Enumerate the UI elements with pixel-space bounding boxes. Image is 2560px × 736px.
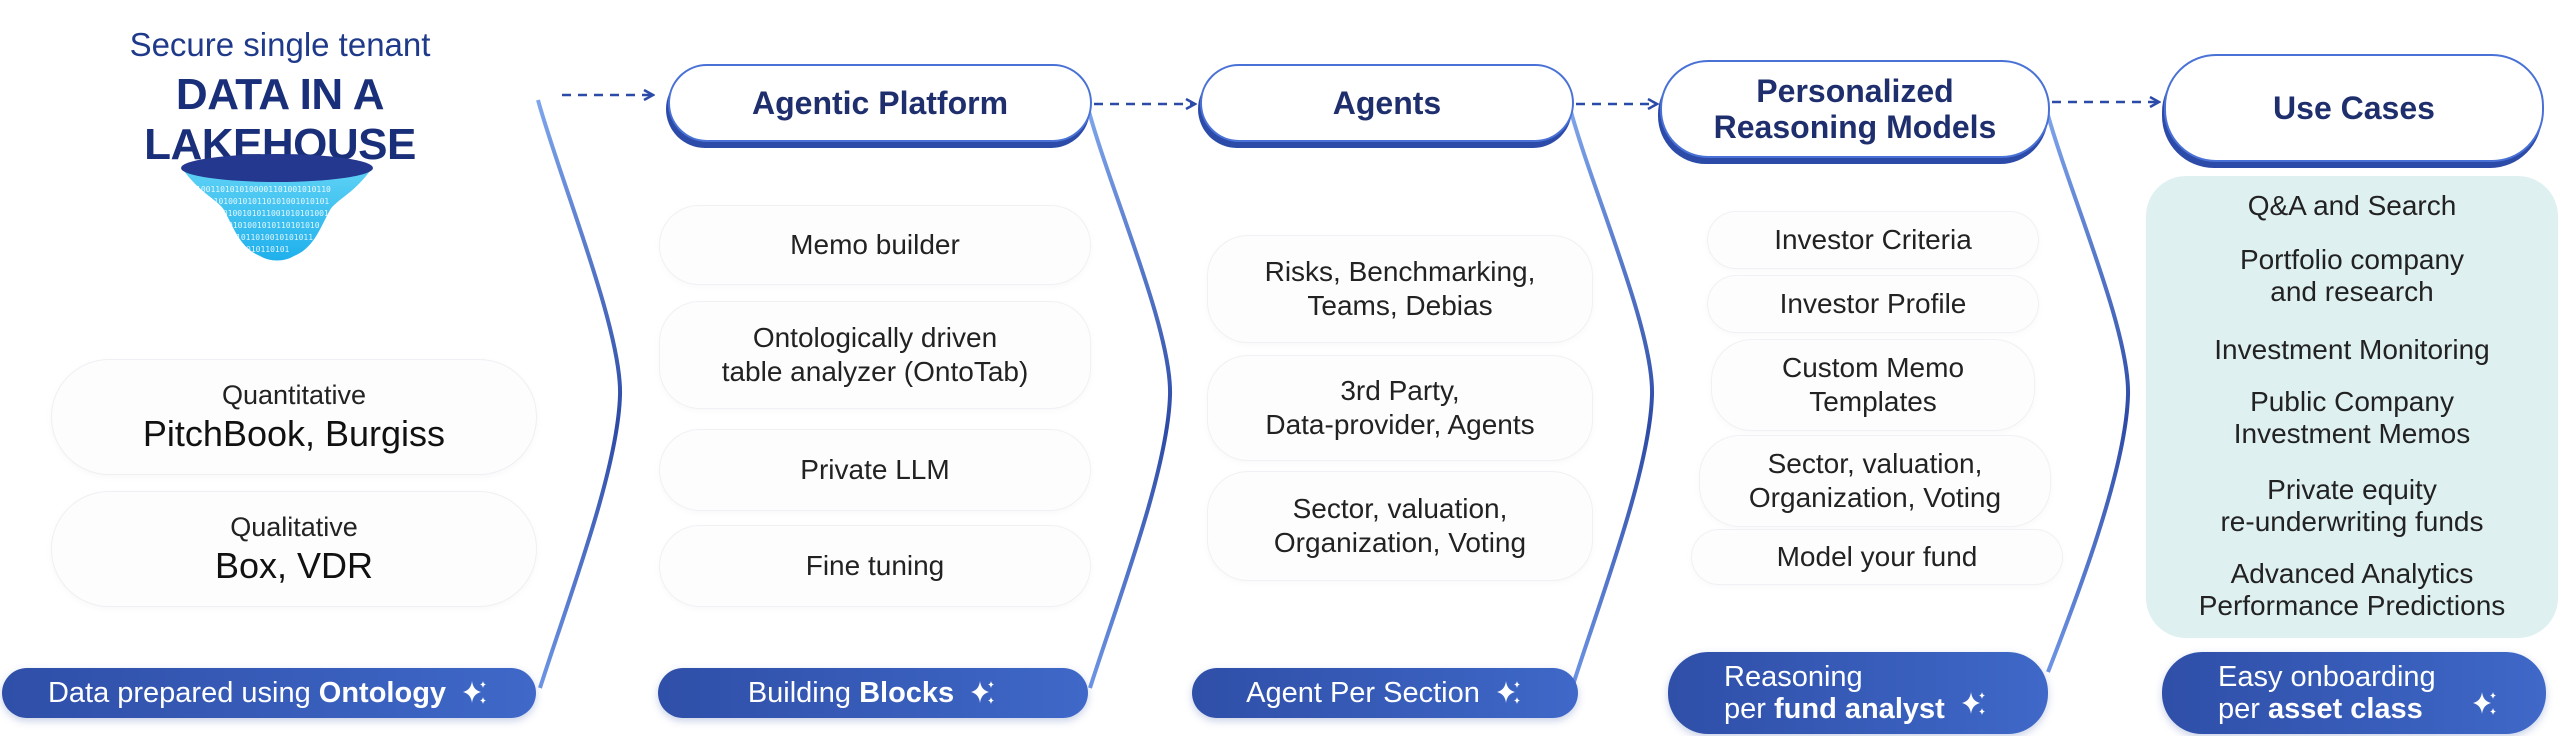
source-kind: Quantitative <box>221 380 367 410</box>
source-names: Box, VDR <box>214 545 374 586</box>
item-text: Investor Profile <box>1779 288 1967 319</box>
item-text-line1: Custom Memo <box>1781 352 1965 383</box>
footer-text: Building Blocks <box>747 676 955 709</box>
item-text-line1: Risks, Benchmarking, <box>1264 256 1536 287</box>
item-text: Memo builder <box>790 229 960 260</box>
svg-text:01101001010110101001010101: 01101001010110101001010101 <box>204 197 329 206</box>
item-custom-memo-templates: Custom Memo Templates <box>1712 340 2034 430</box>
footer-text: Data prepared using Ontology <box>47 676 447 709</box>
item-text-line2: Teams, Debias <box>1307 290 1493 321</box>
footer-text: Agent Per Section <box>1246 676 1480 709</box>
header-personalized-reasoning-models: Personalized Reasoning Models <box>1660 60 2050 158</box>
footer-data-prepared: Data prepared using Ontology <box>2 668 536 718</box>
item-model-your-fund: Model your fund <box>1692 530 2062 584</box>
sparkle-icon <box>1961 692 1985 715</box>
footer-reasoning-per-fund-analyst: Reasoning per fund analyst <box>1668 652 2048 734</box>
footer-text: Easy onboarding per asset class <box>2218 661 2436 725</box>
header-agentic-platform: Agentic Platform <box>668 64 1092 142</box>
footer-easy-onboarding: Easy onboarding per asset class <box>2162 652 2546 734</box>
footer-building-blocks: Building Blocks <box>658 668 1088 718</box>
item-text-line1: Sector, valuation, <box>1292 493 1508 524</box>
item-text: Model your fund <box>1776 541 1978 572</box>
item-text-line1: 3rd Party, <box>1340 375 1460 406</box>
data-lakehouse-icon: 1001101010100001101001010110 01101001010… <box>181 154 373 261</box>
header-line2: Reasoning Models <box>1713 109 1997 145</box>
svg-text:1011010010101011: 1011010010101011 <box>236 233 313 242</box>
item-memo-builder: Memo builder <box>660 206 1090 284</box>
header-line1: Personalized <box>1756 73 1954 109</box>
header-use-cases: Use Cases <box>2164 54 2544 162</box>
item-text-line2: Organization, Voting <box>1748 482 2002 513</box>
footer-agent-per-section: Agent Per Section <box>1192 668 1578 718</box>
lakehouse-subtitle: Secure single tenant <box>129 26 431 63</box>
item-sector-valuation: Sector, valuation, Organization, Voting <box>1700 436 2050 526</box>
svg-text:0101001010110101010: 0101001010110101010 <box>228 221 320 230</box>
item-text: Private LLM <box>800 454 950 485</box>
item-ontotab: Ontologically driven table analyzer (Ont… <box>660 302 1090 408</box>
column-separator <box>2044 107 2131 673</box>
item-fine-tuning: Fine tuning <box>660 526 1090 606</box>
column-separator <box>536 99 623 689</box>
sparkle-icon <box>463 681 487 704</box>
footer-text: Reasoning per fund analyst <box>1724 661 1945 725</box>
sparkle-icon <box>1496 681 1520 704</box>
item-investor-profile: Investor Profile <box>1708 276 2038 332</box>
item-text-line2: Data-provider, Agents <box>1265 409 1535 440</box>
item-text-line2: table analyzer (OntoTab) <box>721 356 1029 387</box>
item-text: Investor Criteria <box>1774 224 1972 255</box>
svg-text:010110101: 010110101 <box>246 245 290 254</box>
sparkle-icon <box>971 681 995 704</box>
source-pill-quantitative: Quantitative PitchBook, Burgiss <box>52 360 536 474</box>
use-cases-panel <box>2146 176 2558 638</box>
svg-text:10100101011001010101001: 10100101011001010101001 <box>218 209 329 218</box>
column-separator <box>1086 107 1173 689</box>
sparkle-icon <box>2472 692 2496 715</box>
item-text-line1: Ontologically driven <box>752 322 998 353</box>
item-third-party: 3rd Party, Data-provider, Agents <box>1208 356 1592 460</box>
item-text-line1: Sector, valuation, <box>1767 448 1983 479</box>
source-kind: Qualitative <box>230 512 358 542</box>
item-text: Fine tuning <box>805 550 945 581</box>
svg-text:1001101010100001101001010110: 1001101010100001101001010110 <box>196 185 331 194</box>
header-agents: Agents <box>1200 64 1574 142</box>
use-case-item: Q&A and Search <box>2247 190 2457 221</box>
item-text-line2: Templates <box>1809 386 1937 417</box>
item-investor-criteria: Investor Criteria <box>1708 212 2038 268</box>
item-text-line2: Organization, Voting <box>1273 527 1527 558</box>
item-private-llm: Private LLM <box>660 430 1090 510</box>
item-sector-valuation: Sector, valuation, Organization, Voting <box>1208 472 1592 580</box>
source-pill-qualitative: Qualitative Box, VDR <box>52 492 536 606</box>
item-risks: Risks, Benchmarking, Teams, Debias <box>1208 236 1592 342</box>
use-case-item: Investment Monitoring <box>2214 334 2490 365</box>
source-names: PitchBook, Burgiss <box>142 413 446 454</box>
